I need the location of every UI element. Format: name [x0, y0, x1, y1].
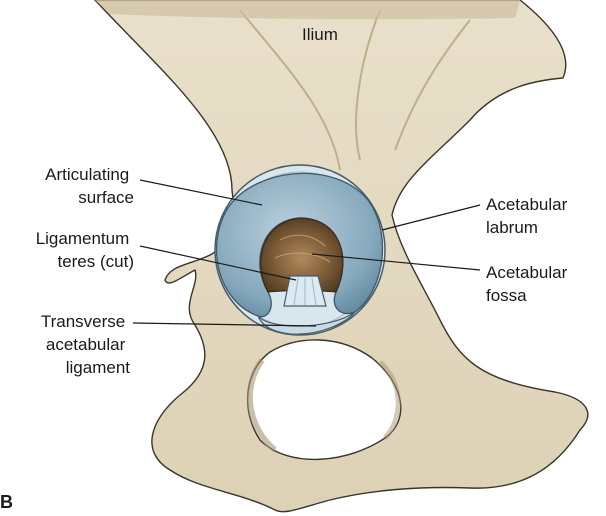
- ilium-ridge: [394, 19, 471, 151]
- label-articulating-surface: Articulating surface: [45, 165, 134, 207]
- foramen-rim-shadow: [378, 360, 401, 440]
- ligament-fiber: [293, 277, 299, 306]
- fossa-texture: [274, 252, 331, 263]
- ilium-ridge: [239, 9, 341, 171]
- foramen-rim-shadow: [246, 358, 277, 453]
- label-ilium: Ilium: [302, 25, 338, 44]
- figure-letter: B: [0, 492, 13, 512]
- leader-transverse-ligament: [132, 322, 317, 327]
- leader-acetabular-fossa: [311, 253, 481, 271]
- leader-articulating-surface: [139, 179, 263, 206]
- leader-ligamentum-teres: [139, 245, 297, 281]
- label-ligamentum-teres: Ligamentum teres (cut): [36, 229, 134, 271]
- leader-acetabular-labrum: [381, 204, 481, 231]
- ilium-ridge: [355, 9, 381, 161]
- label-transverse-ligament: Transverse acetabular ligament: [41, 312, 130, 377]
- ilium-top-band: [95, 0, 520, 20]
- ligament-fiber: [311, 277, 317, 306]
- label-acetabular-fossa: Acetabular fossa: [486, 263, 572, 305]
- label-acetabular-labrum: Acetabular labrum: [486, 195, 572, 237]
- fossa-texture: [279, 234, 326, 247]
